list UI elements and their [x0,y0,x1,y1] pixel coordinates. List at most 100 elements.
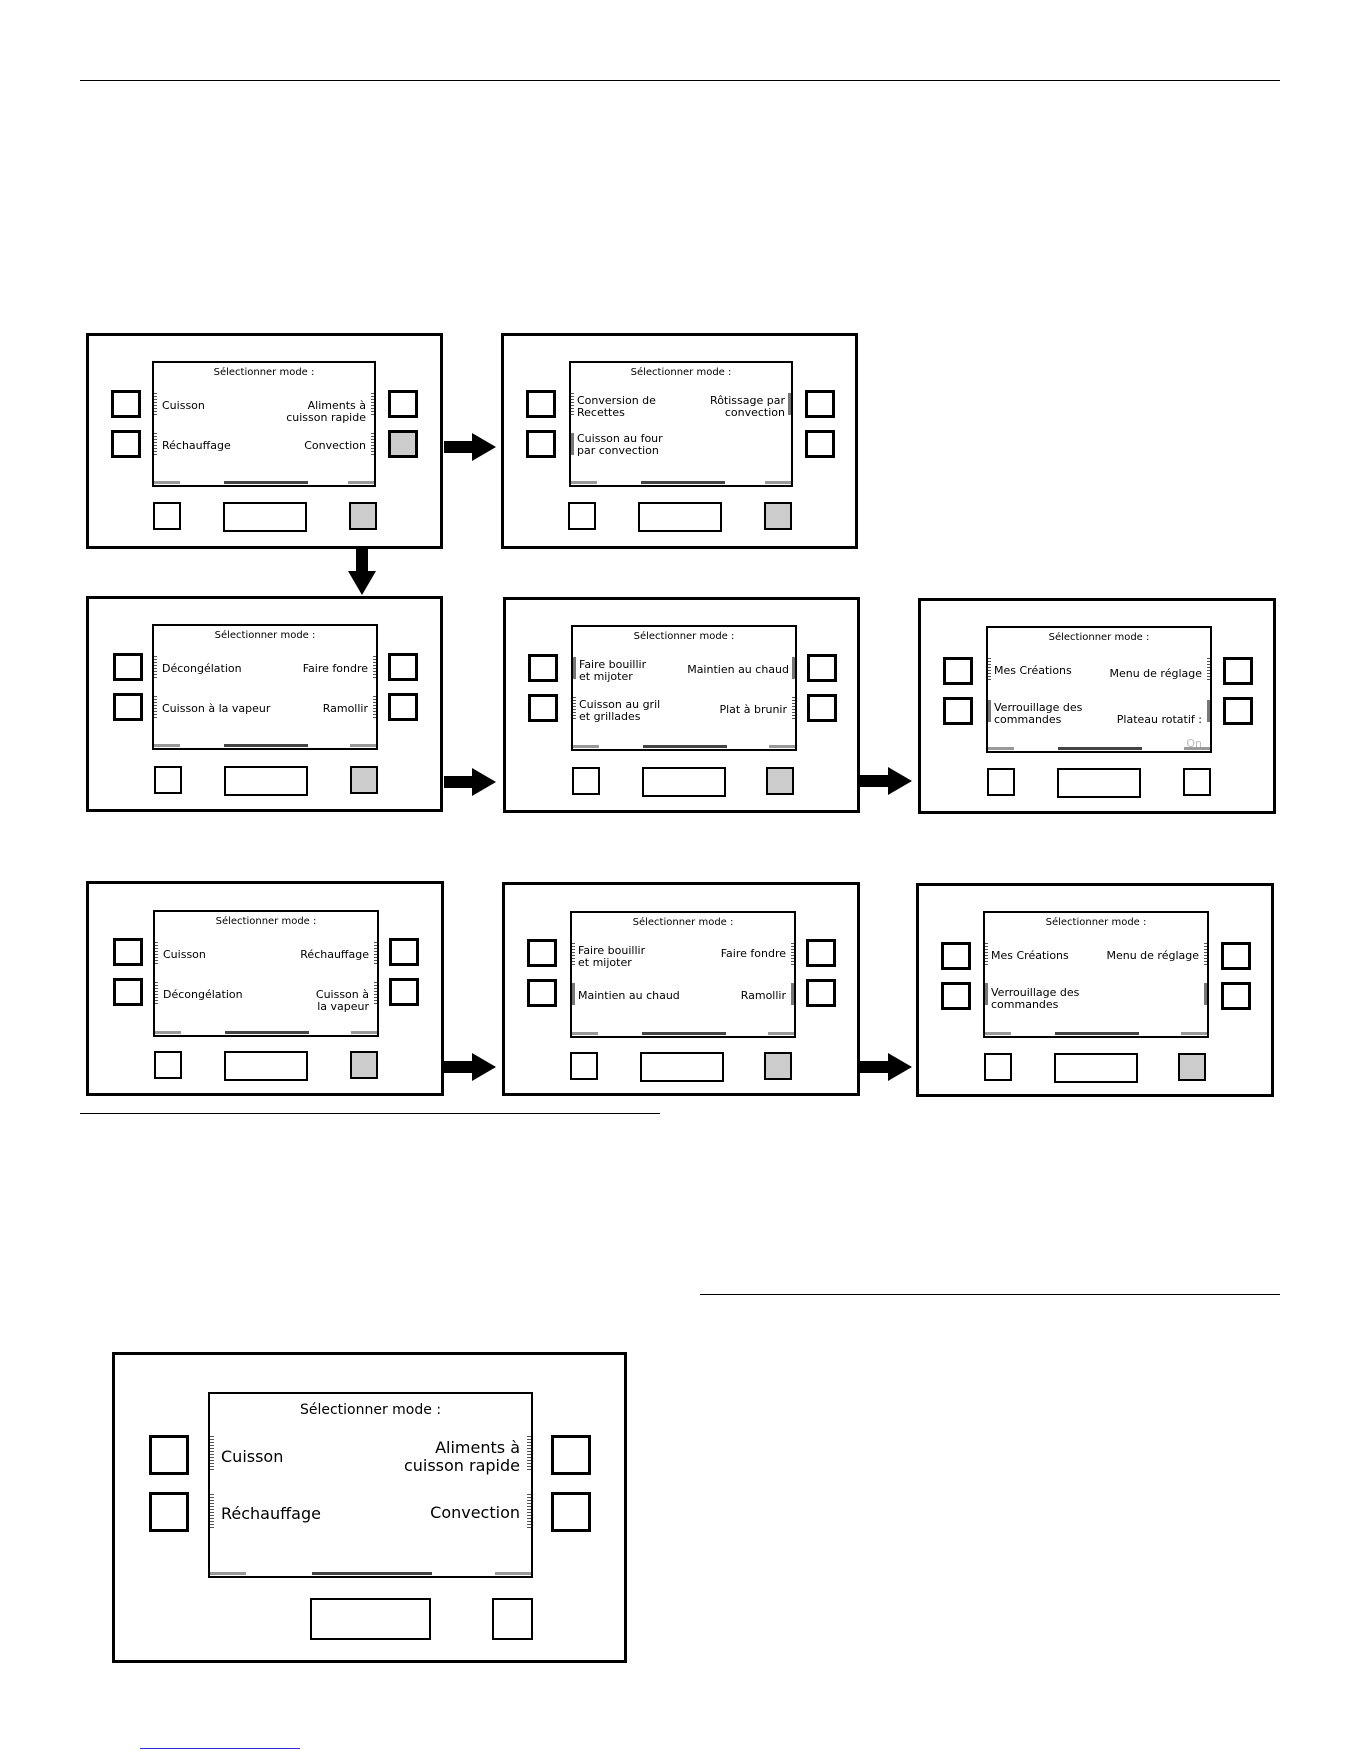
option-top-left[interactable]: Décongélation [162,662,242,675]
option-bottom-right[interactable]: Plat à brunir [719,703,787,716]
bottom-right-button[interactable] [1178,1053,1206,1081]
bottom-left-button[interactable] [984,1053,1012,1081]
right-top-button[interactable] [805,390,835,418]
option-top-right[interactable]: Faire fondre [302,662,368,675]
left-top-button[interactable] [113,653,143,681]
option-bottom-left[interactable]: Cuisson à la vapeur [162,702,271,715]
bottom-left-button[interactable] [154,766,182,794]
option-bottom-right[interactable]: Cuisson à la vapeur [315,988,369,1013]
option-bottom-right[interactable]: Convection [430,1503,520,1522]
option-top-right[interactable]: Rôtissage par convection [710,394,785,419]
left-bottom-button[interactable] [943,697,973,725]
right-top-button[interactable] [807,654,837,682]
left-bottom-button[interactable] [941,982,971,1010]
option-bottom-right[interactable]: Convection [304,439,366,452]
option-top-right[interactable]: Aliments à cuisson rapide [286,399,366,424]
bottom-center-button[interactable] [1054,1053,1138,1083]
bottom-center-button[interactable] [638,502,722,532]
left-bottom-button[interactable] [149,1492,189,1532]
option-top-right[interactable]: Maintien au chaud [687,663,789,676]
left-bottom-button[interactable] [113,693,143,721]
option-top-right[interactable]: Réchauffage [300,948,369,961]
option-bottom-right[interactable]: Plateau rotatif : On [1096,702,1202,774]
bottom-right-button[interactable] [1183,768,1211,796]
bottom-right-button[interactable] [350,766,378,794]
right-top-button[interactable] [1223,657,1253,685]
option-bottom-left[interactable]: Cuisson au four par convection [577,432,663,457]
scroll-ticks [374,982,377,1004]
bottom-right-button[interactable] [764,1052,792,1080]
left-top-button[interactable] [113,938,143,966]
bottom-right-button[interactable] [766,767,794,795]
option-top-left[interactable]: Faire bouillir et mijoter [578,944,646,969]
bottom-center-button[interactable] [1057,768,1141,798]
right-bottom-button[interactable] [389,978,419,1006]
right-top-button[interactable] [388,653,418,681]
footer-link-underline[interactable] [140,1748,300,1749]
option-bottom-left[interactable]: Cuisson au gril et grillades [579,698,661,723]
right-bottom-button[interactable] [1223,697,1253,725]
option-top-left[interactable]: Cuisson [162,399,205,412]
right-bottom-button[interactable] [806,979,836,1007]
right-top-button[interactable] [1221,942,1251,970]
bottom-center-button[interactable] [224,766,308,796]
left-top-button[interactable] [943,657,973,685]
left-top-button[interactable] [527,939,557,967]
bottom-left-button[interactable] [987,768,1015,796]
control-panel-4: Sélectionner mode : Faire bouillir et mi… [503,597,860,813]
left-bottom-button[interactable] [528,694,558,722]
right-bottom-button[interactable] [805,430,835,458]
option-top-left[interactable]: Cuisson [163,948,206,961]
bottom-left-button[interactable] [153,502,181,530]
bottom-right-button[interactable] [349,502,377,530]
option-bottom-right[interactable]: Ramollir [740,989,786,1002]
left-top-button[interactable] [941,942,971,970]
left-bottom-button[interactable] [527,979,557,1007]
bottom-left-button[interactable] [572,767,600,795]
left-top-button[interactable] [528,654,558,682]
bottom-left-button[interactable] [154,1051,182,1079]
left-top-button[interactable] [111,390,141,418]
option-bottom-left[interactable]: Verrouillage des commandes [991,986,1080,1011]
left-bottom-button[interactable] [526,430,556,458]
right-bottom-button[interactable] [551,1492,591,1532]
option-top-left[interactable]: Conversion de Recettes [577,394,656,419]
option-bottom-left[interactable]: Réchauffage [221,1504,321,1523]
bottom-center-button[interactable] [224,1051,308,1081]
right-top-button[interactable] [388,390,418,418]
left-bottom-button[interactable] [111,430,141,458]
right-bottom-button[interactable] [388,430,418,458]
bottom-center-button[interactable] [223,502,307,532]
option-top-right[interactable]: Faire fondre [720,947,786,960]
right-bottom-button[interactable] [388,693,418,721]
option-bottom-left[interactable]: Maintien au chaud [578,989,680,1002]
right-bottom-button[interactable] [807,694,837,722]
bottom-left-button[interactable] [570,1052,598,1080]
right-top-button[interactable] [806,939,836,967]
bottom-right-button[interactable] [764,502,792,530]
left-top-button[interactable] [526,390,556,418]
right-bottom-button[interactable] [1221,982,1251,1010]
bottom-left-button[interactable] [568,502,596,530]
option-top-right[interactable]: Menu de réglage [1109,667,1202,680]
scroll-ticks [374,942,377,964]
bottom-right-button[interactable] [492,1598,533,1640]
option-bottom-left[interactable]: Réchauffage [162,439,231,452]
bottom-right-button[interactable] [350,1051,378,1079]
bottom-center-button[interactable] [310,1598,431,1640]
right-top-button[interactable] [389,938,419,966]
bottom-center-button[interactable] [642,767,726,797]
bottom-center-button[interactable] [640,1052,724,1082]
option-top-left[interactable]: Faire bouillir et mijoter [579,658,647,683]
right-top-button[interactable] [551,1435,591,1475]
option-top-left[interactable]: Cuisson [221,1447,284,1466]
option-bottom-right[interactable]: Ramollir [322,702,368,715]
option-top-right[interactable]: Aliments à cuisson rapide [403,1438,520,1475]
option-top-right[interactable]: Menu de réglage [1106,949,1199,962]
option-bottom-left[interactable]: Décongélation [163,988,243,1001]
left-bottom-button[interactable] [113,978,143,1006]
option-top-left[interactable]: Mes Créations [991,949,1069,962]
option-top-left[interactable]: Mes Créations [994,664,1072,677]
left-top-button[interactable] [149,1435,189,1475]
option-bottom-left[interactable]: Verrouillage des commandes [994,701,1083,726]
